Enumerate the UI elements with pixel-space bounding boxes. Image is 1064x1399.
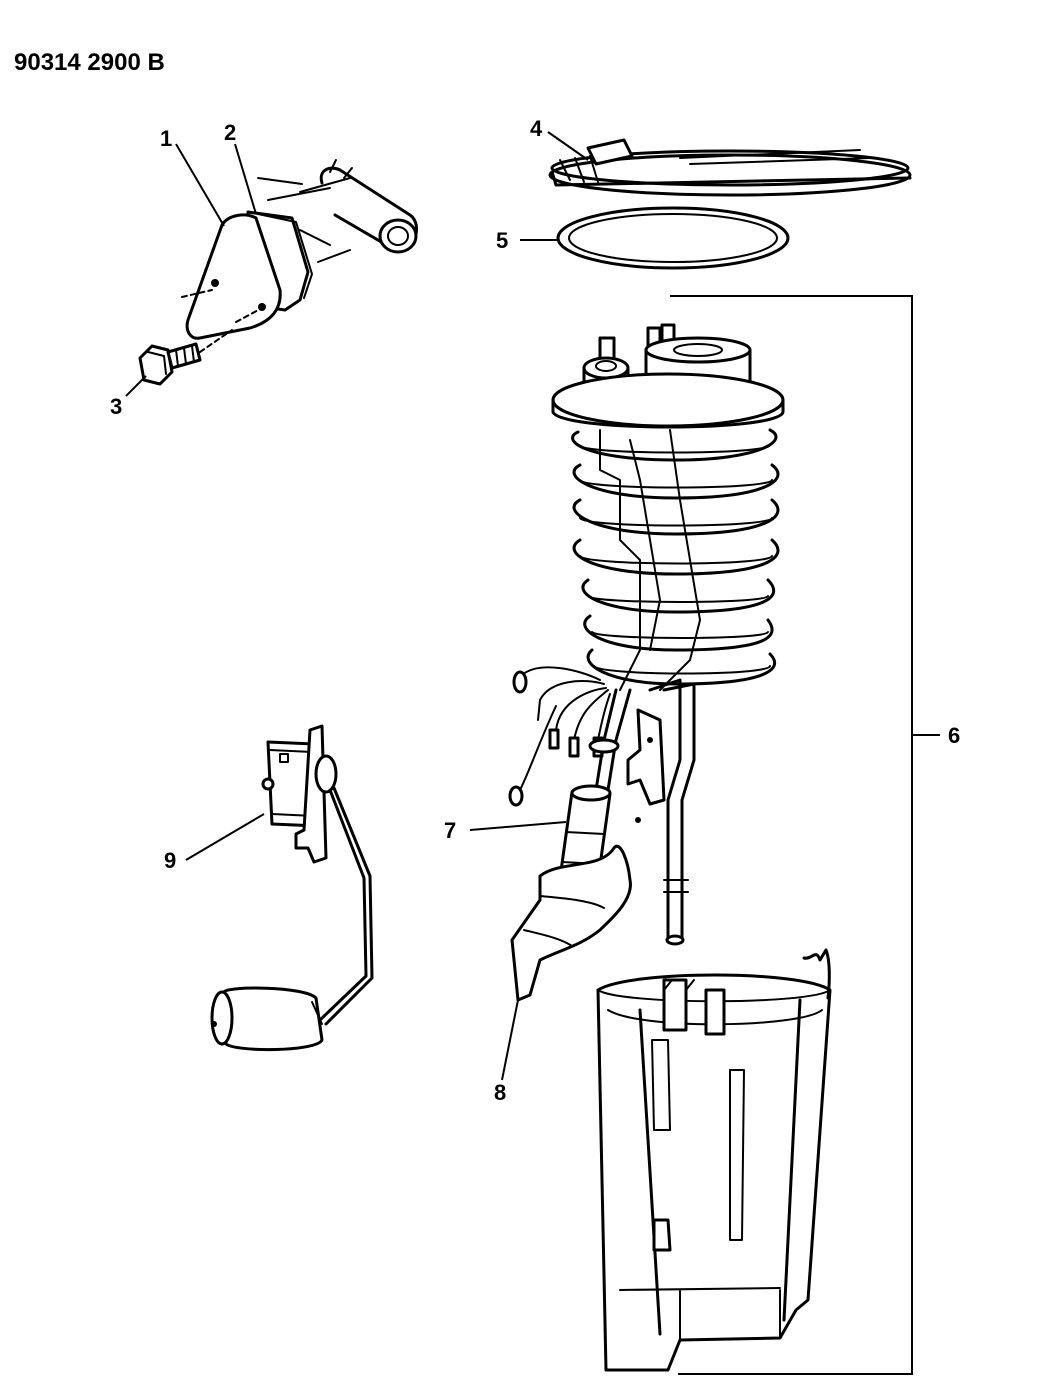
callout-6: 6 [948, 723, 960, 748]
fuel-strainer [510, 844, 632, 1002]
fuel-reservoir [596, 948, 832, 1372]
callout-2: 2 [224, 120, 236, 145]
leader-lines [125, 131, 589, 1081]
callout-7: 7 [444, 818, 456, 843]
callout-4: 4 [530, 116, 543, 141]
callout-labels: 1 2 3 4 5 6 7 8 9 [110, 116, 960, 1105]
callout-9: 9 [164, 848, 176, 873]
fuel-level-sender [210, 724, 374, 1052]
diagram-code: 90314 2900 B [14, 49, 165, 76]
callout-3: 3 [110, 394, 122, 419]
pump-module [508, 323, 785, 946]
callout-1: 1 [160, 126, 172, 151]
sealing-gasket [556, 206, 790, 270]
module-bracket [670, 295, 940, 1375]
lock-ring-clamp [548, 138, 912, 197]
fuel-pump [558, 688, 632, 882]
callout-8: 8 [494, 1080, 506, 1105]
tank-cover-assembly [138, 159, 418, 386]
callout-5: 5 [496, 228, 508, 253]
